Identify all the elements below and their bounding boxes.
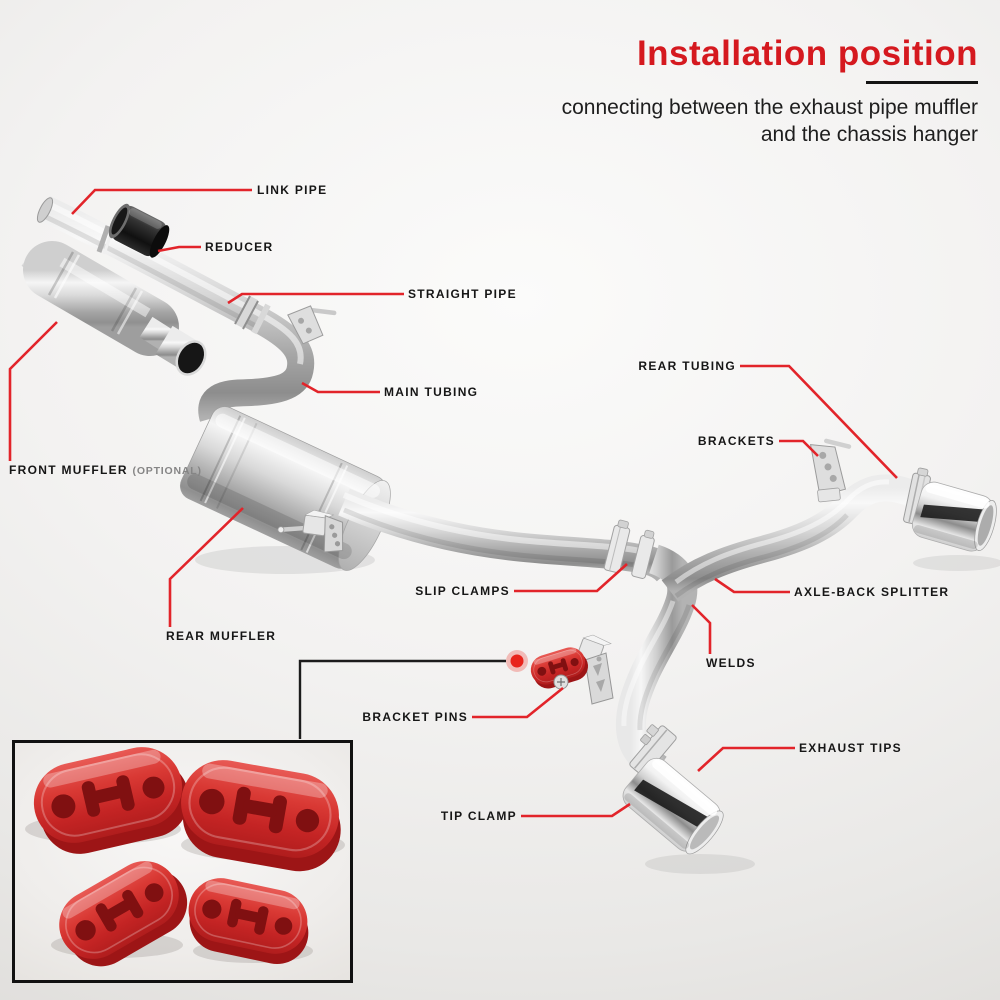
subtitle-line-1: connecting between the exhaust pipe muff… — [561, 95, 978, 119]
leader-bracket-pins — [472, 686, 564, 719]
leader-main-tubing — [301, 381, 380, 394]
reducer-part — [108, 203, 170, 258]
label-exhaust-tips: EXHAUST TIPS — [799, 741, 902, 755]
label-main-tubing: MAIN TUBING — [384, 385, 479, 399]
subtitle-line-2: and the chassis hanger — [760, 123, 978, 147]
label-tip-clamp: TIP CLAMP — [440, 809, 517, 823]
label-straight-pipe: STRAIGHT PIPE — [408, 287, 517, 301]
label-rear-tubing: REAR TUBING — [638, 359, 736, 373]
hanger-inset-art — [24, 743, 350, 980]
leader-straight-pipe — [227, 292, 404, 305]
label-welds: WELDS — [706, 656, 756, 670]
tip-clamp-part — [629, 724, 677, 777]
shadow — [913, 555, 1000, 571]
leader-axle-back-splitter — [714, 577, 790, 594]
label-axle-back-splitter: AXLE-BACK SPLITTER — [794, 585, 950, 599]
slip-clamps-part — [603, 519, 655, 579]
label-link-pipe: LINK PIPE — [257, 183, 328, 197]
leader-rear-muffler — [168, 507, 244, 627]
bracket-top — [287, 305, 337, 345]
rear-tubing-part — [661, 474, 929, 602]
title-underline — [866, 80, 978, 84]
label-bracket-pins: BRACKET PINS — [362, 710, 468, 724]
leader-front-muffler — [8, 321, 58, 461]
leader-brackets — [779, 439, 819, 457]
hanger-item — [45, 846, 201, 980]
link-and-straight-pipe-part — [36, 195, 315, 422]
leader-tip-clamp — [521, 802, 631, 818]
label-reducer: REDUCER — [205, 240, 274, 254]
bracket-right — [809, 438, 852, 503]
leader-reducer — [157, 245, 201, 253]
front-muffler-part — [21, 241, 207, 376]
label-front-muffler-optional: (OPTIONAL) — [132, 465, 202, 477]
title-block: Installation position connecting between… — [562, 34, 978, 149]
exhaust-tip-bottom — [622, 757, 724, 855]
label-slip-clamps: SLIP CLAMPS — [415, 584, 510, 598]
leader-exhaust-tips — [697, 746, 795, 772]
hanger-item — [171, 752, 350, 879]
red-indicator-dot — [510, 654, 524, 668]
leader-lines — [8, 188, 898, 818]
leader-welds — [691, 604, 712, 654]
leader-slip-clamps — [514, 563, 628, 593]
bracket-pin-hanger-part — [526, 634, 614, 705]
hanger-inset-box — [12, 740, 353, 983]
bracket-under-muffler — [277, 509, 344, 553]
label-front-muffler: FRONT MUFFLER (OPTIONAL) — [9, 463, 202, 477]
subtitle: connecting between the exhaust pipe muff… — [562, 94, 978, 149]
label-rear-muffler: REAR MUFFLER — [166, 629, 277, 643]
label-brackets: BRACKETS — [697, 434, 775, 448]
leader-rear-tubing — [740, 364, 898, 479]
shadow — [645, 854, 755, 874]
rear-muffler-part — [179, 406, 391, 571]
leader-link-pipe — [71, 188, 252, 215]
page-title: Installation position — [636, 34, 978, 73]
hanger-item — [24, 743, 198, 864]
exhaust-tip-right — [911, 481, 997, 552]
inset-connector-line — [298, 659, 506, 739]
